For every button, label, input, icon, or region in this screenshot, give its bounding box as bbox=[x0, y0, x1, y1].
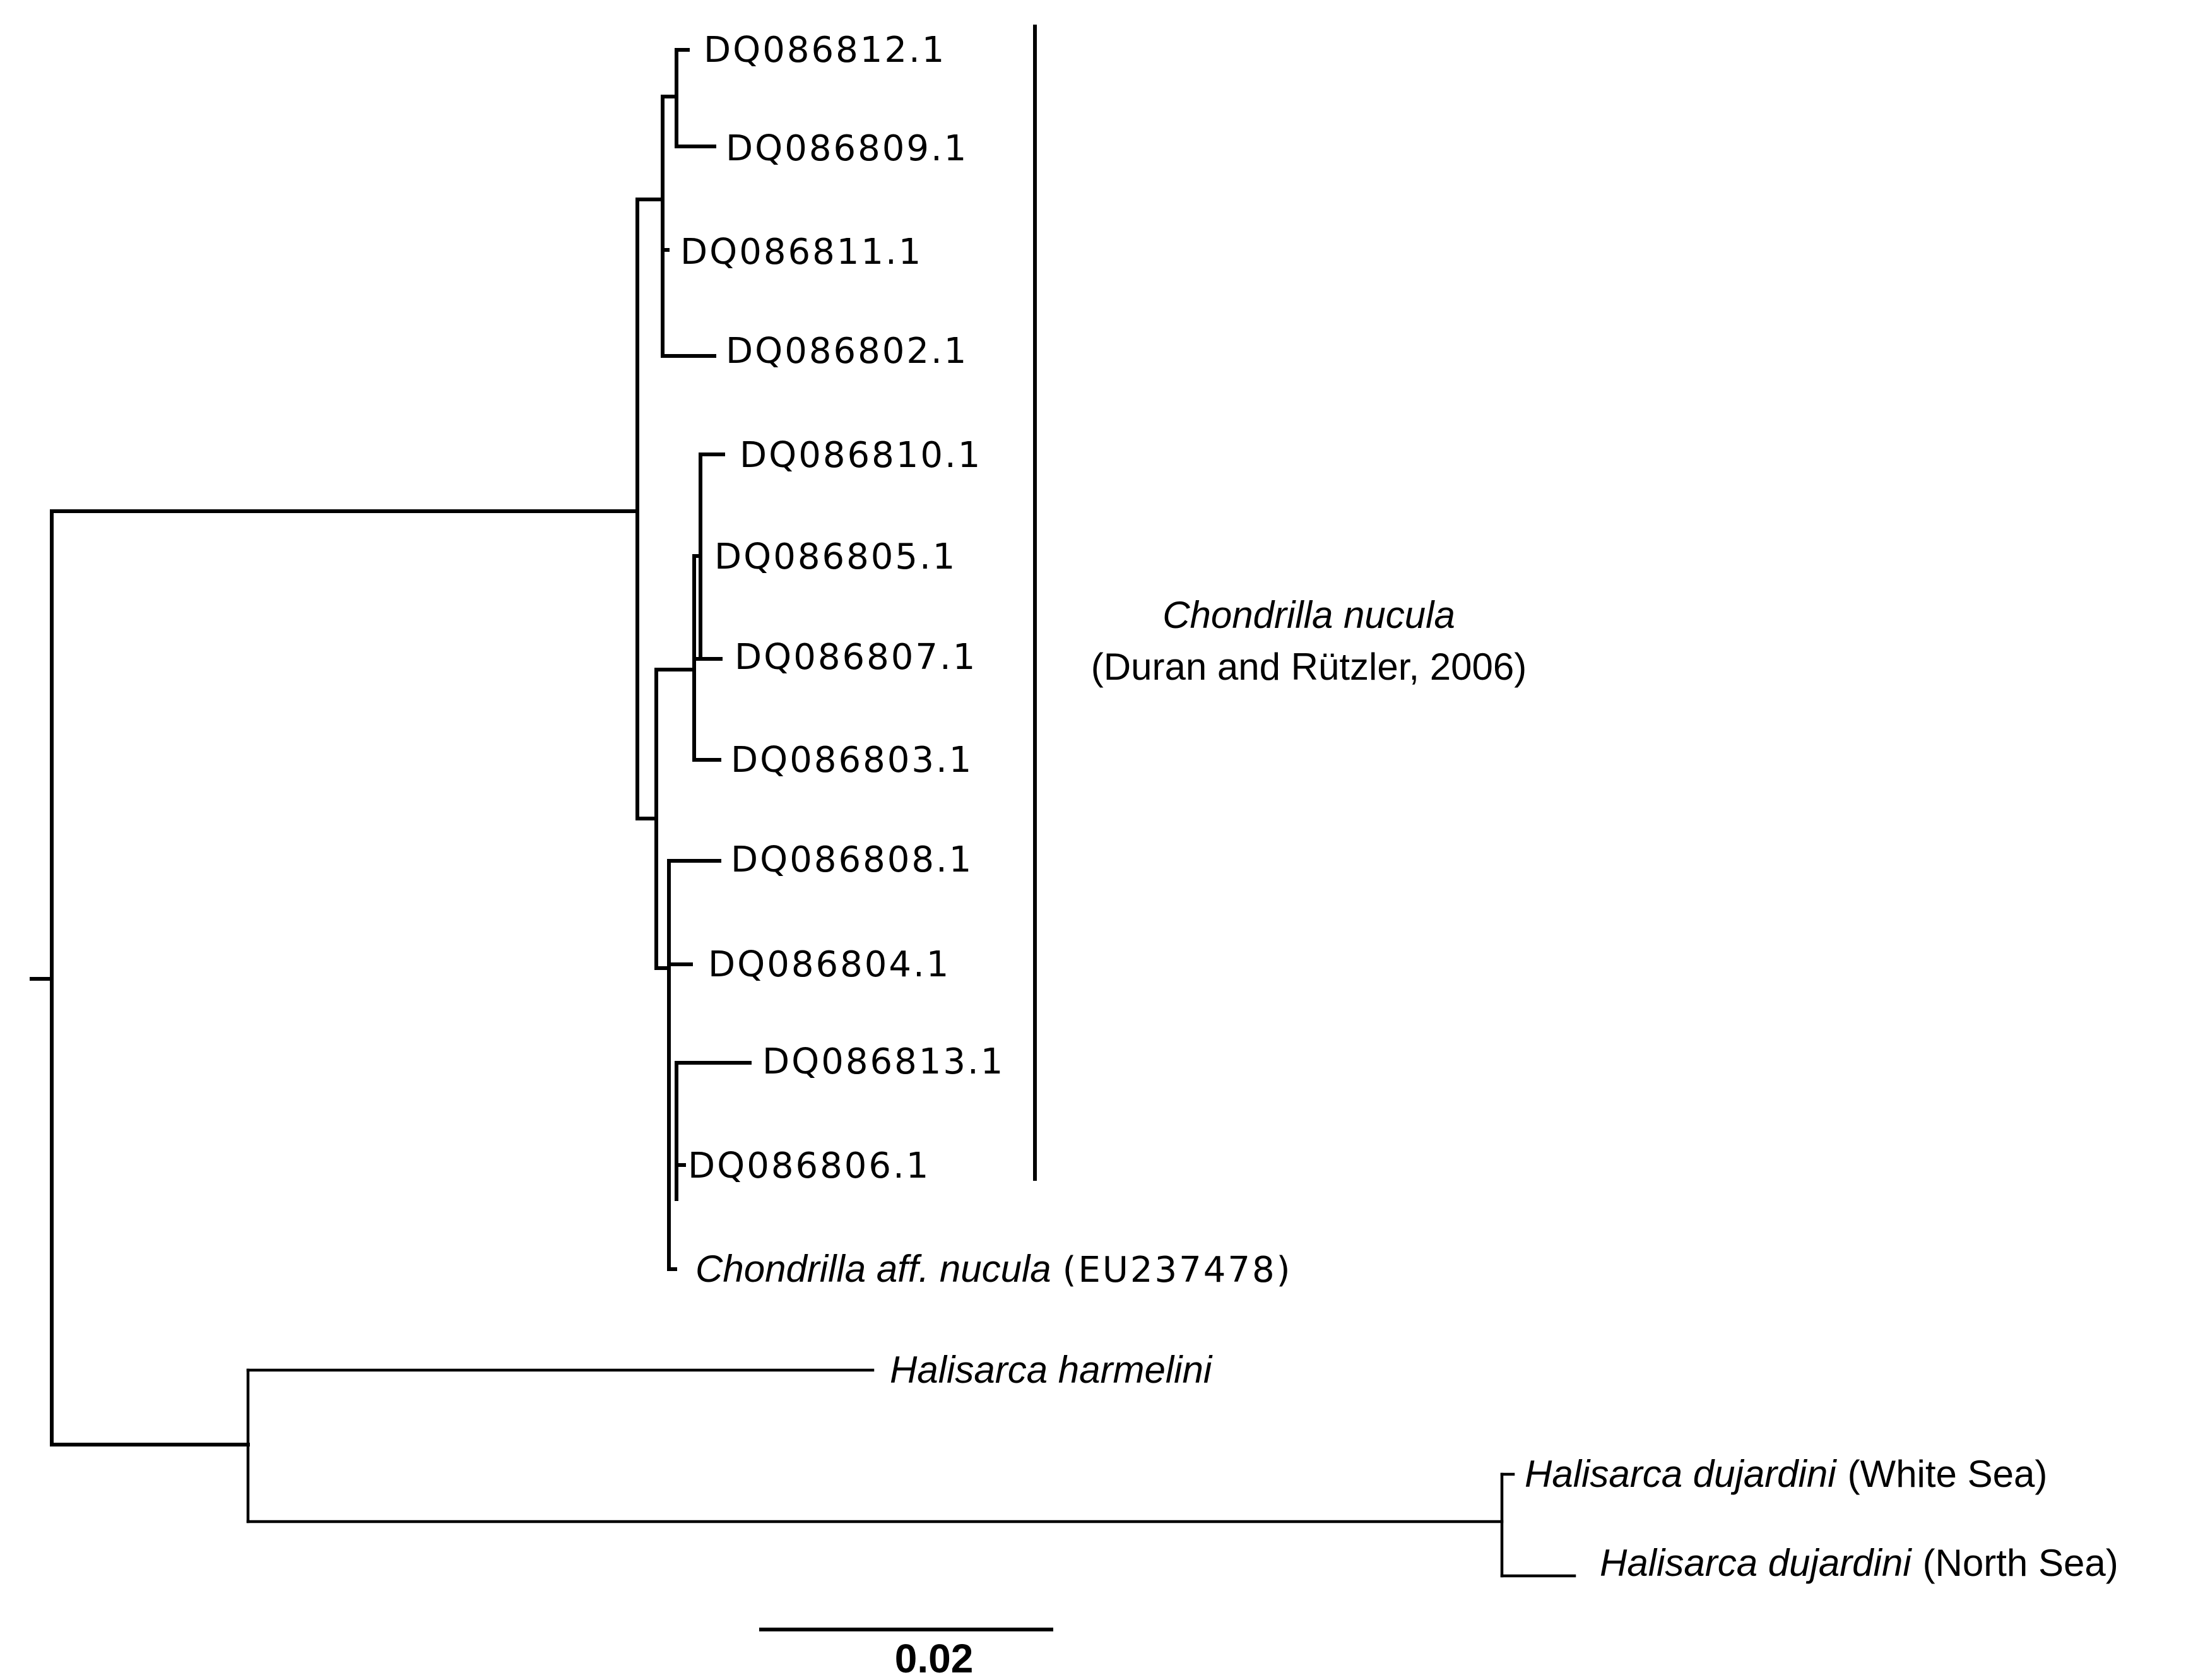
tip-label: DQ086805.1 bbox=[714, 536, 957, 577]
tip-label: DQ086809.1 bbox=[726, 128, 968, 169]
tip-label: DQ086808.1 bbox=[731, 839, 973, 880]
tip-label: DQ086810.1 bbox=[740, 435, 982, 476]
species-name: Halisarca dujardini bbox=[1525, 1453, 1837, 1495]
tip-label: DQ086802.1 bbox=[726, 331, 968, 372]
scale-bar-label: 0.02 bbox=[895, 1636, 974, 1680]
clade-citation: (Duran and Rützler, 2006) bbox=[1091, 646, 1527, 688]
species-name: Chondrilla aff. nucula bbox=[695, 1248, 1051, 1290]
tip-label-halisarca-harmelini: Halisarca harmelini bbox=[890, 1349, 1213, 1391]
accession-code: (EU237478) bbox=[1063, 1250, 1292, 1291]
tree-branches bbox=[30, 48, 1576, 1578]
tip-label-chondrilla-aff: Chondrilla aff. nucula (EU237478) bbox=[695, 1248, 1292, 1291]
tip-label: DQ086811.1 bbox=[680, 232, 923, 273]
tip-label: DQ086804.1 bbox=[708, 944, 950, 985]
species-name: Halisarca dujardini bbox=[1600, 1542, 1912, 1584]
clade-name: Chondrilla nucula bbox=[1162, 594, 1455, 636]
tip-labels: DQ086812.1 DQ086809.1 DQ086811.1 DQ08680… bbox=[680, 30, 2118, 1584]
tip-label: DQ086806.1 bbox=[688, 1145, 930, 1186]
tip-label: DQ086803.1 bbox=[731, 740, 973, 781]
location: (North Sea) bbox=[1923, 1542, 2118, 1584]
tip-label: DQ086807.1 bbox=[735, 637, 977, 678]
tip-label-halisarca-north-sea: Halisarca dujardini (North Sea) bbox=[1600, 1542, 2118, 1584]
scale-bar: 0.02 bbox=[759, 1628, 1053, 1680]
tip-label-halisarca-white-sea: Halisarca dujardini (White Sea) bbox=[1525, 1453, 2047, 1495]
location: (White Sea) bbox=[1848, 1453, 2048, 1495]
tip-label: DQ086813.1 bbox=[762, 1041, 1005, 1082]
clade-annotation: Chondrilla nucula (Duran and Rützler, 20… bbox=[1033, 25, 1527, 1181]
tip-label: DQ086812.1 bbox=[704, 30, 946, 71]
